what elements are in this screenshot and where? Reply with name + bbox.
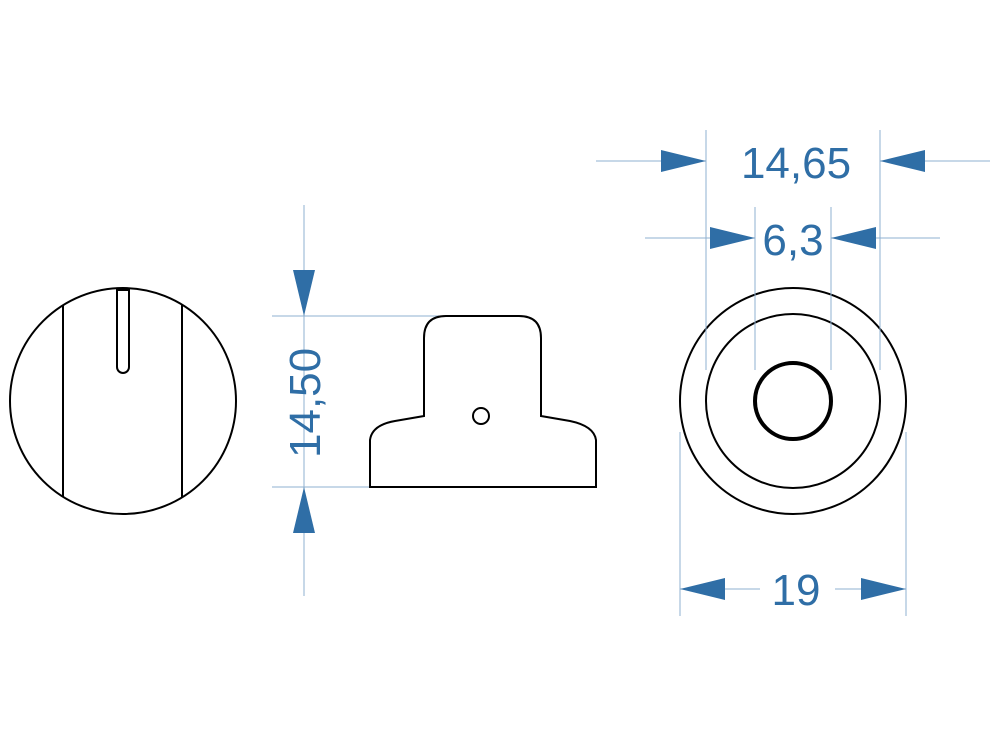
rear-middle-circle	[705, 313, 881, 489]
arrow-right-icon	[710, 227, 755, 249]
dimension-height: 14,50	[281, 348, 330, 458]
arrow-right-icon	[861, 578, 906, 600]
side-view: 14,50	[272, 205, 597, 596]
arrow-up-icon	[293, 487, 315, 533]
side-view-outline	[369, 315, 597, 488]
pointer-slot	[116, 289, 130, 374]
set-screw-hole	[472, 407, 490, 425]
front-view-outline	[9, 287, 237, 515]
front-view	[9, 287, 237, 515]
arrow-left-icon	[680, 578, 725, 600]
dimension-diameter: 19	[772, 566, 821, 615]
arrow-right-icon	[661, 150, 706, 172]
arrow-down-icon	[293, 270, 315, 316]
shaft-bore	[753, 361, 833, 441]
arrow-left-icon	[831, 227, 876, 249]
rear-view: 14,65 6,3 19	[596, 130, 990, 616]
dimension-outer-top: 14,65	[741, 139, 851, 188]
dimension-bore: 6,3	[762, 216, 823, 265]
arrow-left-icon	[880, 150, 925, 172]
